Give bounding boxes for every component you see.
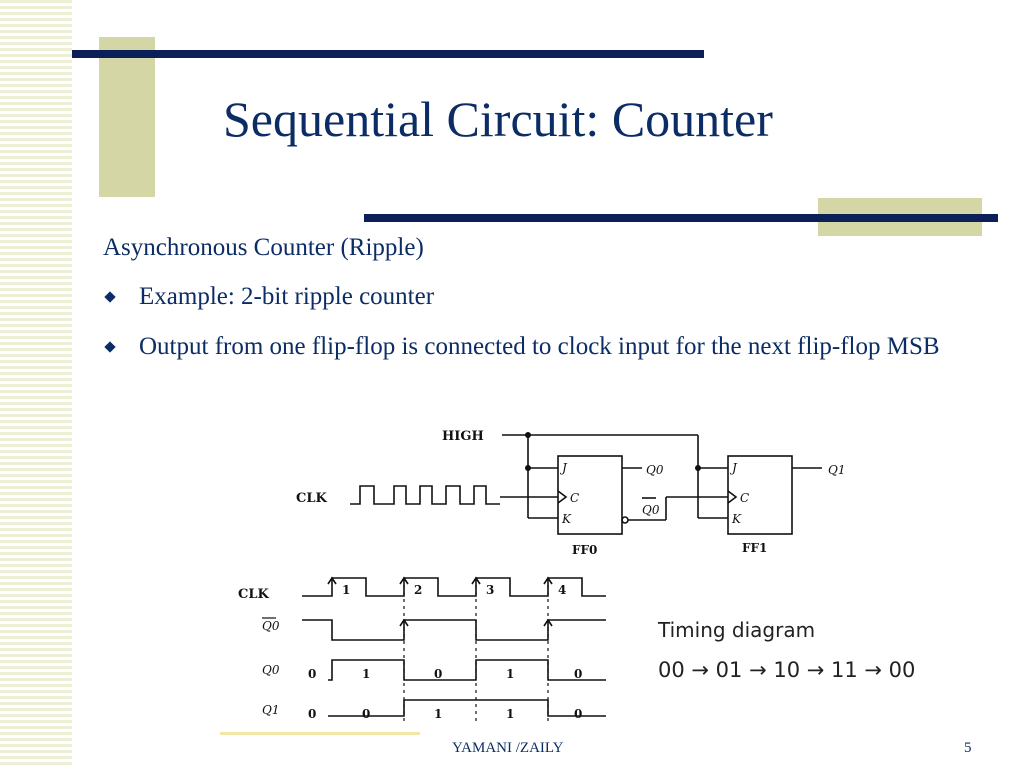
ripple-counter-circuit: HIGH CLK J C K J C K Q0 Q0 Q1 FF0 FF1 [296,429,845,557]
q1-value: 1 [506,707,514,721]
high-label: HIGH [442,429,484,444]
ff1-pin-j: J [729,461,738,475]
timing-q0-bar-label: Q0 [262,619,280,633]
q1-label: Q1 [828,463,845,477]
accent-block-left [99,37,155,197]
footer-highlight-strip [220,732,420,735]
q0-label: Q0 [646,463,664,477]
pulse-label: 2 [414,583,422,597]
bullet-item: Output from one flip-flop is connected t… [103,330,983,364]
clk-label: CLK [296,491,327,506]
bullet-text: Output from one flip-flop is connected t… [139,333,940,360]
slide-title: Sequential Circuit: Counter [223,91,773,147]
diamond-bullet-icon [104,341,116,353]
bullet-item: Example: 2-bit ripple counter [103,280,983,314]
title-bottom-bar [364,214,998,222]
timing-diagram-title: Timing diagram [658,618,816,642]
timing-legend-panel: Timing diagram 00 → 01 → 10 → 11 → 00 [650,614,990,694]
decorative-stripes [0,0,72,768]
q1-value: 0 [308,707,316,721]
bullet-list: Example: 2-bit ripple counter Output fro… [103,280,983,380]
ff0-label: FF0 [572,543,597,557]
diamond-bullet-icon [104,291,116,303]
q1-value: 0 [574,707,582,721]
pulse-label: 1 [342,583,350,597]
ff0-pin-c: C [570,491,579,505]
q1-value: 0 [362,707,370,721]
pulse-label: 4 [558,583,566,597]
ff1-pin-k: K [731,512,742,526]
timing-q0-label: Q0 [262,663,280,677]
ff1-pin-c: C [740,491,749,505]
count-sequence: 00 → 01 → 10 → 11 → 00 [658,658,916,682]
pulse-label: 3 [486,583,494,597]
timing-diagram: CLK Q0 Q0 Q1 1 2 3 4 0 1 0 1 0 0 0 1 1 0 [238,576,606,722]
bullet-text: Example: 2-bit ripple counter [139,283,435,310]
q0-value: 0 [308,667,316,681]
title-top-bar [72,50,704,58]
q0-value: 0 [574,667,582,681]
page-number: 5 [964,740,972,756]
timing-clk-label: CLK [238,587,269,602]
ff0-pin-j: J [559,461,568,475]
q0-value: 1 [506,667,514,681]
q0-value: 0 [434,667,442,681]
q0-bar-label: Q0 [642,503,660,517]
timing-q1-label: Q1 [262,703,279,717]
footer-author: YAMANI /ZAILY [452,740,564,756]
ff1-label: FF1 [742,541,767,555]
ff0-pin-k: K [561,512,572,526]
subheading: Asynchronous Counter (Ripple) [103,234,424,261]
q1-value: 1 [434,707,442,721]
q0-value: 1 [362,667,370,681]
